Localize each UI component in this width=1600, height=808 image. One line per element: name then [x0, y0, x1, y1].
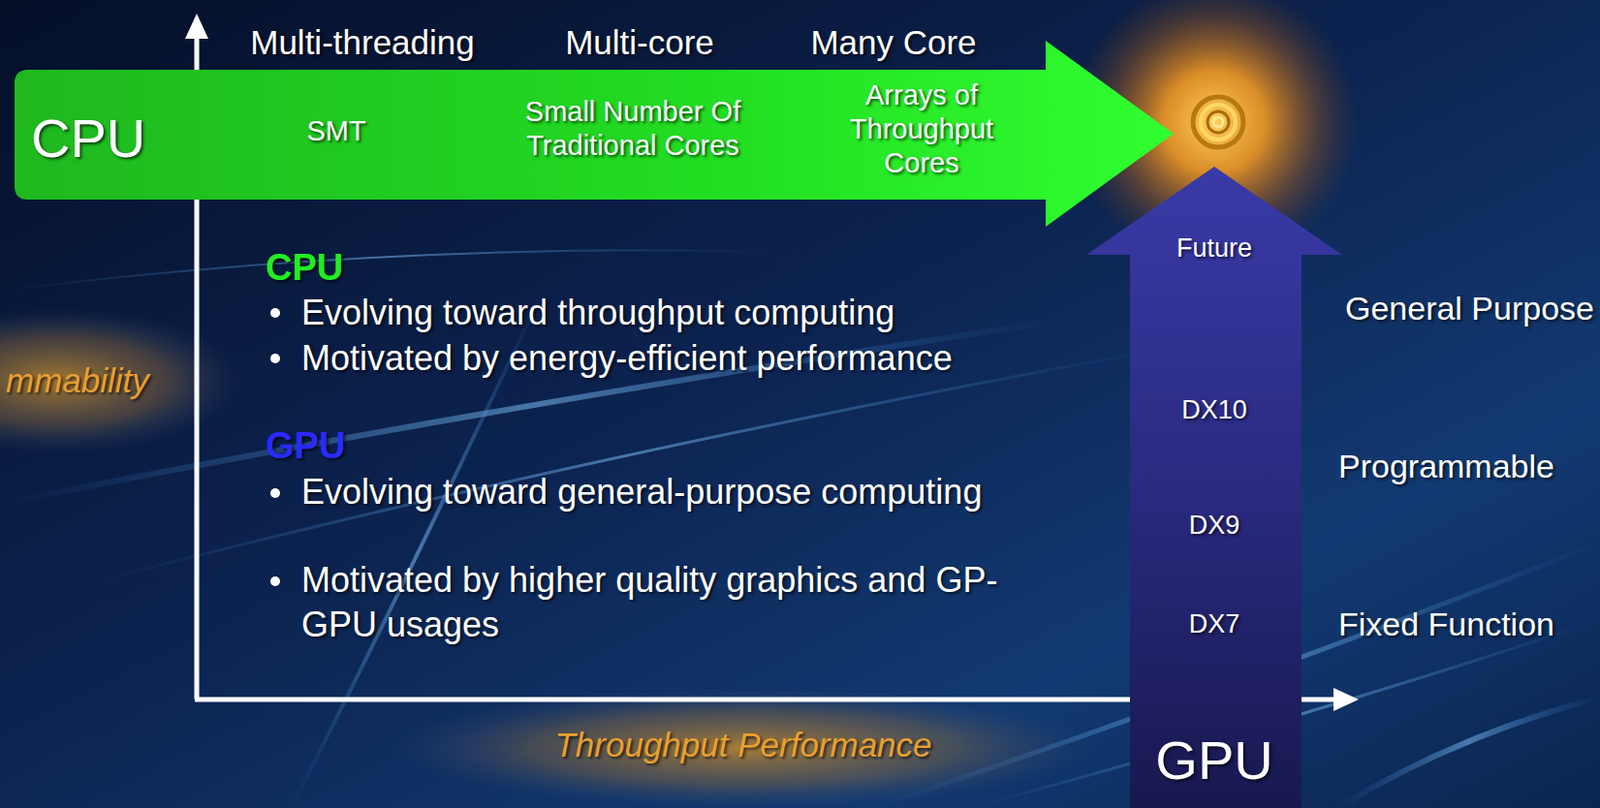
band-title: CPU — [31, 105, 146, 171]
level-label: Fixed Function — [1338, 604, 1555, 645]
gpu-arrow-band: FutureDX10DX9DX7GPU — [1086, 166, 1343, 808]
stage-text: Small Number Of Traditional Cores — [521, 94, 745, 163]
stage-text: Arrays of Throughput Cores — [810, 78, 1034, 181]
bullet-text: Motivated by higher quality graphics and… — [301, 558, 1053, 648]
stage-text: DX7 — [1189, 608, 1241, 640]
stage-text: SMT — [306, 114, 366, 149]
light-streaks — [0, 250, 1600, 808]
stage-text: DX10 — [1181, 394, 1248, 426]
arrow-outline — [1086, 166, 1343, 808]
level-label: Programmable — [1338, 446, 1555, 487]
spiral-rings — [1192, 96, 1244, 148]
axis-label: Throughput Performance — [554, 724, 932, 766]
band-title: GPU — [1155, 727, 1273, 793]
section-heading: GPU — [265, 423, 346, 469]
axis-glow — [394, 688, 1093, 808]
stage-text: DX9 — [1189, 509, 1241, 541]
bullet-text: Evolving toward general-purpose computin… — [301, 470, 1053, 515]
cpu-arrow-band: CPU SMT Small Number Of Traditional Cores A… — [14, 40, 1174, 227]
axis-label: mmability — [5, 360, 150, 402]
bullet-text: Motivated by energy-efficient performanc… — [301, 337, 953, 379]
section-heading: CPU — [265, 245, 344, 290]
axis-glow — [0, 308, 243, 454]
stage-heading: Multi-core — [564, 22, 715, 63]
arrow-shape — [14, 40, 1174, 227]
stage-text: Future — [1176, 232, 1253, 264]
arrow-shape — [1086, 166, 1343, 808]
stage-heading: Many Core — [810, 22, 976, 63]
bullet-text: Evolving toward throughput computing — [301, 291, 895, 334]
stage-heading: Multi-threading — [250, 22, 475, 63]
level-label: General Purpose — [1345, 288, 1595, 329]
